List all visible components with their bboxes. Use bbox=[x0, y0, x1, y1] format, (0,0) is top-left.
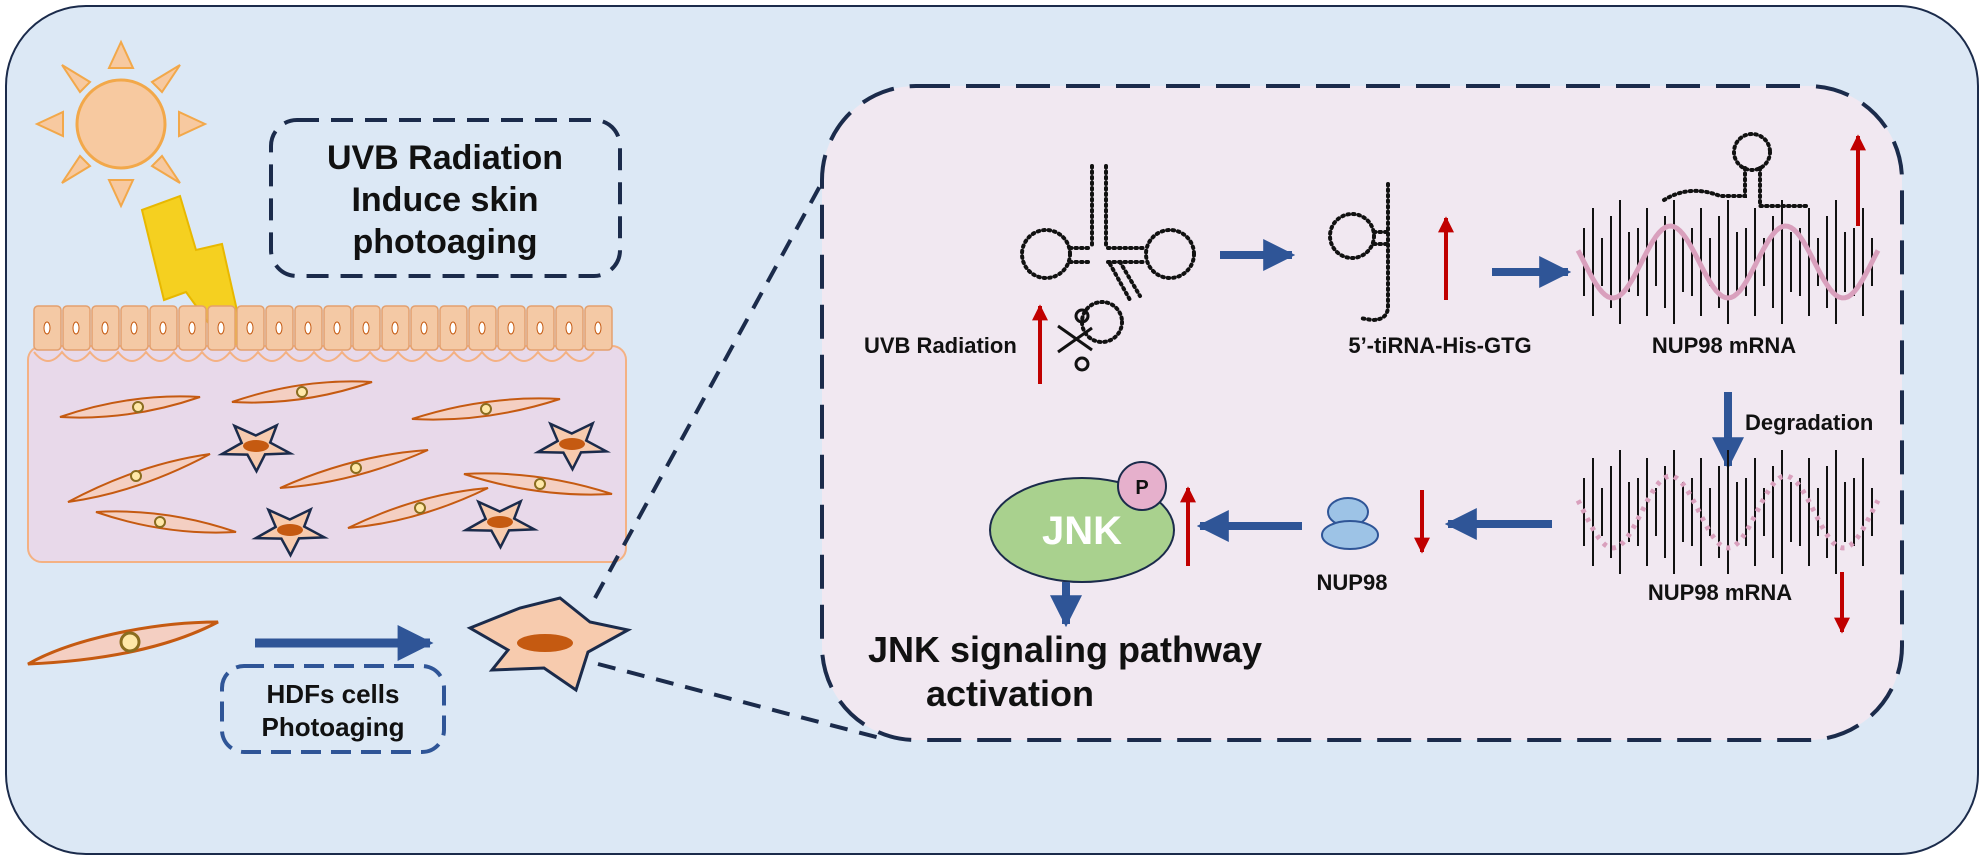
epidermal-nucleus bbox=[304, 321, 312, 335]
tirna-label: 5’-tiRNA-His-GTG bbox=[1348, 333, 1531, 358]
trna-structure-icon bbox=[1020, 164, 1196, 344]
epidermal-nucleus bbox=[594, 321, 602, 335]
photoaged-nucleus bbox=[559, 438, 585, 450]
epidermal-nucleus bbox=[478, 321, 486, 335]
scissors-icon bbox=[1057, 308, 1093, 372]
epidermal-nucleus bbox=[420, 321, 428, 335]
uvb-box-line3: photoaging bbox=[352, 223, 537, 261]
nup98-mrna-top-label: NUP98 mRNA bbox=[1652, 333, 1796, 358]
hdfs-line2: Photoaging bbox=[262, 712, 405, 742]
epidermal-nucleus bbox=[217, 321, 225, 335]
epidermal-nucleus bbox=[565, 321, 573, 335]
hdfs-box bbox=[220, 664, 446, 754]
zoom-line-bottom bbox=[597, 662, 881, 740]
zoom-line-top bbox=[593, 119, 858, 599]
epidermal-nucleus bbox=[362, 321, 370, 335]
epidermal-nucleus bbox=[43, 321, 51, 335]
mrna-icon bbox=[1575, 132, 1881, 324]
nup98-mrna-bottom-label: NUP98 mRNA bbox=[1648, 580, 1792, 605]
jnk-result-line1: JNK signaling pathway bbox=[868, 629, 1262, 670]
epidermal-nucleus bbox=[449, 321, 457, 335]
epidermal-nucleus bbox=[159, 321, 167, 335]
fibroblast-nucleus bbox=[480, 403, 492, 415]
uvb-radiation-label: UVB Radiation bbox=[864, 333, 1017, 358]
skin-tissue bbox=[27, 305, 627, 563]
photoaged-cell-icon bbox=[466, 596, 633, 693]
epidermal-nucleus bbox=[536, 321, 544, 335]
degraded-mrna-icon bbox=[1575, 450, 1881, 574]
degradation-label: Degradation bbox=[1745, 410, 1873, 435]
epidermis-cells bbox=[33, 305, 613, 351]
epidermal-nucleus bbox=[391, 321, 399, 335]
epidermal-nucleus bbox=[130, 321, 138, 335]
fibroblast-nucleus bbox=[414, 502, 426, 514]
uvb-box bbox=[269, 118, 622, 278]
fibroblast-nucleus bbox=[534, 478, 546, 490]
fibroblast-group bbox=[59, 380, 613, 534]
epidermal-nucleus bbox=[507, 321, 515, 335]
jnk-label: JNK bbox=[1042, 509, 1122, 553]
jnk-result-line2: activation bbox=[926, 673, 1094, 714]
uvb-box-line2: Induce skin bbox=[351, 181, 538, 219]
phospho-label: P bbox=[1135, 477, 1148, 499]
fibroblast-icon bbox=[27, 620, 219, 666]
nup98-protein-label: NUP98 bbox=[1317, 570, 1388, 595]
fibroblast-nucleus bbox=[154, 516, 166, 528]
epidermal-nucleus bbox=[101, 321, 109, 335]
photoaged-nucleus bbox=[487, 516, 513, 528]
hdfs-line1: HDFs cells bbox=[267, 679, 400, 709]
epidermal-nucleus bbox=[72, 321, 80, 335]
tirna-fragment-icon bbox=[1328, 182, 1390, 323]
epidermal-nucleus bbox=[246, 321, 254, 335]
uvb-box-line1: UVB Radiation bbox=[327, 139, 563, 177]
sun-icon bbox=[34, 39, 208, 209]
photoaged-cell-group bbox=[217, 420, 612, 558]
epidermal-nucleus bbox=[188, 321, 196, 335]
photoaged-nucleus bbox=[277, 524, 303, 536]
phospho-node bbox=[1117, 461, 1167, 511]
epidermal-nucleus bbox=[275, 321, 283, 335]
fibroblast-nucleus bbox=[130, 470, 142, 482]
fibroblast-nucleus bbox=[132, 401, 144, 413]
fibroblast-nucleus bbox=[350, 462, 362, 474]
epidermal-nucleus bbox=[333, 321, 341, 335]
photoaged-nucleus bbox=[243, 440, 269, 452]
fibroblast-nucleus bbox=[296, 386, 308, 398]
nup98-protein-icon bbox=[1321, 497, 1379, 550]
dermal-fibroblast bbox=[59, 395, 201, 419]
